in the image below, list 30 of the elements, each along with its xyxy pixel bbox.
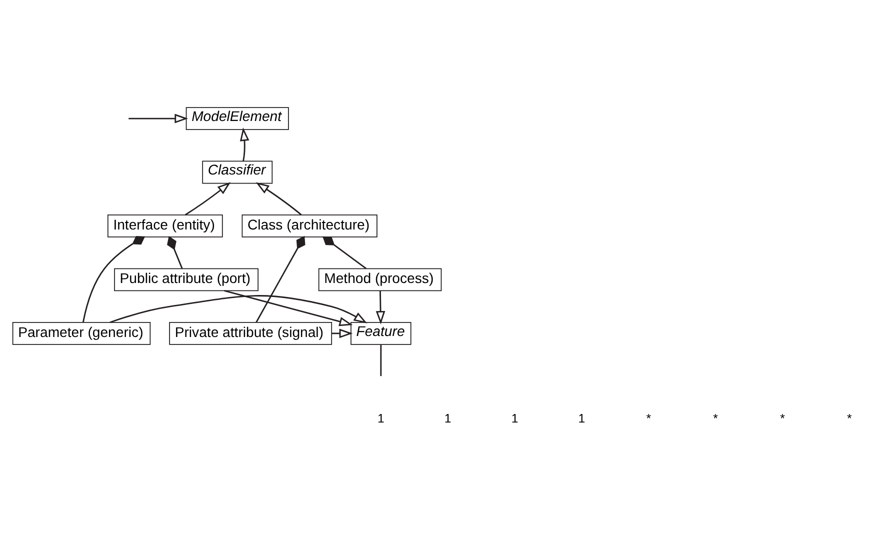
- node-box: Private attribute (signal): [169, 322, 332, 345]
- node-box: Parameter (generic): [12, 322, 151, 345]
- arrow: [256, 182, 302, 216]
- node-box: Method (process): [318, 268, 442, 292]
- label: 1: [444, 412, 452, 426]
- connector: [256, 236, 306, 323]
- node-box: Classifier: [202, 160, 273, 184]
- arrow: [128, 114, 188, 124]
- label: *: [646, 412, 652, 426]
- node-box: ModelElement: [186, 107, 289, 130]
- arrow: [224, 290, 353, 326]
- node-box: Class (architecture): [242, 214, 378, 238]
- label: *: [847, 412, 852, 426]
- connector: [167, 236, 183, 269]
- label: *: [713, 412, 718, 426]
- arrow: [240, 128, 250, 162]
- connector: [322, 236, 367, 270]
- arrow: [332, 328, 353, 338]
- label: 1: [578, 412, 586, 426]
- node-box: Interface (entity): [107, 214, 223, 238]
- label: 1: [377, 412, 384, 426]
- connector: [380, 344, 382, 376]
- connector: [82, 236, 146, 322]
- label: 1: [511, 412, 518, 426]
- arrow: [376, 290, 386, 324]
- node-box: Feature: [350, 322, 412, 345]
- node-box: Public attribute (port): [114, 268, 258, 292]
- arrow: [184, 182, 231, 216]
- arrow: [110, 295, 368, 324]
- label: *: [780, 412, 785, 426]
